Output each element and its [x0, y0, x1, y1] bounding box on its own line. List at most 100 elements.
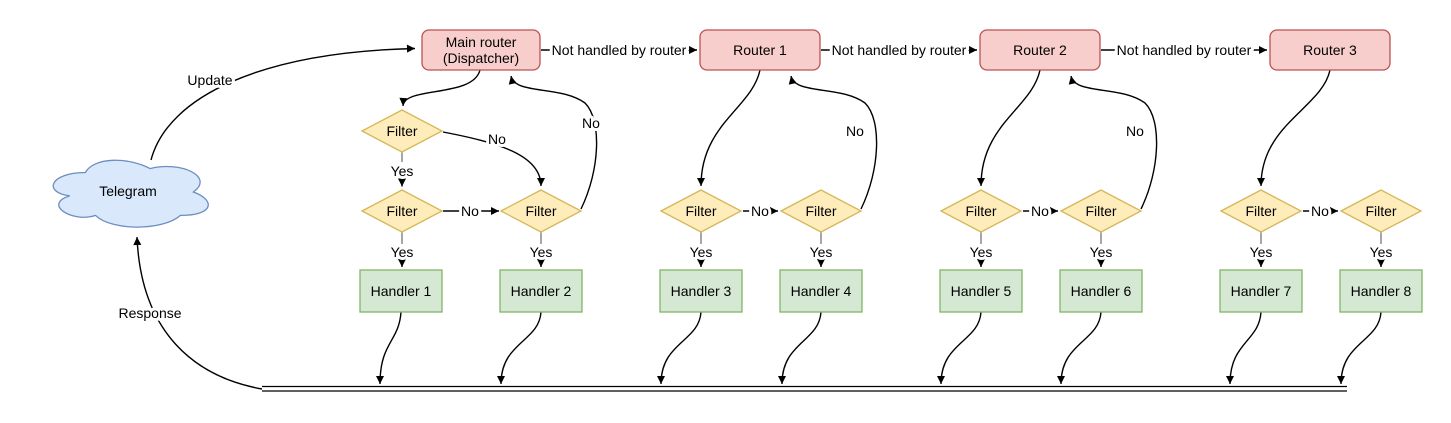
filter-diamond — [360, 189, 444, 233]
handler3-node: Handler 3 — [659, 269, 743, 313]
handler3-label: Handler 3 — [671, 283, 732, 299]
filter-diamond — [939, 189, 1023, 233]
yes-label: Yes — [1250, 244, 1273, 260]
filter-label: Filter — [386, 203, 417, 219]
yes-label: Yes — [810, 244, 833, 260]
filter-node: Filter — [939, 189, 1023, 233]
edge-handler8-to-bus — [1337, 311, 1382, 385]
handler7-box — [1219, 269, 1303, 313]
cloud-icon — [52, 159, 209, 228]
filter-node: Filter — [659, 189, 743, 233]
filter-label: Filter — [685, 203, 716, 219]
yes-label: Yes — [530, 244, 553, 260]
filter-label: Filter — [386, 123, 417, 139]
handler6-node: Handler 6 — [1059, 269, 1143, 313]
filter-node: Filter — [1339, 189, 1423, 233]
edges — [133, 44, 1385, 390]
filter-diamond — [499, 189, 583, 233]
response-bus — [262, 385, 1347, 392]
dispatcher-box — [421, 29, 541, 71]
handler1-node: Handler 1 — [359, 269, 443, 313]
edge-response — [133, 236, 263, 390]
router3-label: Router 3 — [1303, 42, 1357, 58]
no-label: No — [488, 131, 506, 147]
router2-node: Router 2 — [979, 29, 1101, 71]
handler6-label: Handler 6 — [1071, 283, 1132, 299]
router3-node: Router 3 — [1269, 29, 1391, 71]
router2-box — [979, 29, 1101, 71]
no-label: No — [461, 203, 479, 219]
handler7-label: Handler 7 — [1231, 283, 1292, 299]
handler4-box — [779, 269, 863, 313]
no-label: No — [582, 115, 600, 131]
no-label: No — [1126, 123, 1144, 139]
yes-label: Yes — [970, 244, 993, 260]
handler8-label: Handler 8 — [1351, 283, 1412, 299]
edge-no-return-router1 — [788, 75, 878, 210]
router1-box — [699, 29, 821, 71]
filter-label: Filter — [965, 203, 996, 219]
filter-label: Filter — [805, 203, 836, 219]
no-label: No — [1311, 203, 1329, 219]
filter-node: Filter — [360, 109, 444, 153]
not-handled-label: Not handled by router — [1117, 42, 1252, 58]
edge-handler5-to-bus — [937, 311, 982, 385]
filter-label: Filter — [1365, 203, 1396, 219]
yes-label: Yes — [391, 244, 414, 260]
handler8-box — [1339, 269, 1423, 313]
filter-node: Filter — [499, 189, 583, 233]
edge-handler2-to-bus — [497, 311, 542, 385]
filter-diamond — [1339, 189, 1423, 233]
handler5-node: Handler 5 — [939, 269, 1023, 313]
yes-label: Yes — [1090, 244, 1113, 260]
update-label: Update — [187, 72, 232, 88]
edge-router1-to-filter — [697, 69, 761, 187]
filter-diamond — [360, 109, 444, 153]
handler2-label: Handler 2 — [511, 283, 572, 299]
filter-diamond — [1219, 189, 1303, 233]
edge-router3-to-filter — [1257, 69, 1331, 187]
filter-node: Filter — [1219, 189, 1303, 233]
filter-node: Filter — [360, 189, 444, 233]
no-label: No — [1031, 203, 1049, 219]
filter-node: Filter — [1059, 189, 1143, 233]
telegram-label: Telegram — [99, 183, 157, 199]
not-handled-label: Not handled by router — [832, 42, 967, 58]
yes-label: Yes — [1370, 244, 1393, 260]
edge-handler7-to-bus — [1226, 311, 1262, 385]
filter-diamond — [659, 189, 743, 233]
handler6-box — [1059, 269, 1143, 313]
dispatcher-label-line1: Main router — [446, 34, 517, 50]
handler4-label: Handler 4 — [791, 283, 852, 299]
edge-no-return-dispatcher — [508, 75, 598, 210]
edge-no-return-router2 — [1068, 75, 1158, 210]
nodes: Telegram Main router (Dispatcher) Router… — [52, 29, 1423, 313]
edge-handler3-to-bus — [657, 311, 702, 385]
handler4-node: Handler 4 — [779, 269, 863, 313]
telegram-cloud-node: Telegram — [52, 159, 209, 228]
dispatcher-node: Main router (Dispatcher) — [421, 29, 541, 71]
no-label: No — [846, 123, 864, 139]
edge-update — [150, 44, 416, 161]
handler7-node: Handler 7 — [1219, 269, 1303, 313]
filter-diamond — [1059, 189, 1143, 233]
handler2-node: Handler 2 — [499, 269, 583, 313]
handler5-box — [939, 269, 1023, 313]
not-handled-label: Not handled by router — [552, 42, 687, 58]
filter-diamond — [779, 189, 863, 233]
handler2-box — [499, 269, 583, 313]
edge-dispatcher-to-filter — [399, 69, 481, 107]
edge-handler4-to-bus — [778, 311, 822, 385]
yes-label: Yes — [690, 244, 713, 260]
filter-node: Filter — [779, 189, 863, 233]
filter-label: Filter — [1085, 203, 1116, 219]
filter-label: Filter — [525, 203, 556, 219]
handler1-box — [359, 269, 443, 313]
router2-label: Router 2 — [1013, 42, 1067, 58]
router1-node: Router 1 — [699, 29, 821, 71]
edge-handler6-to-bus — [1057, 311, 1102, 385]
response-label: Response — [118, 305, 181, 321]
handler5-label: Handler 5 — [951, 283, 1012, 299]
